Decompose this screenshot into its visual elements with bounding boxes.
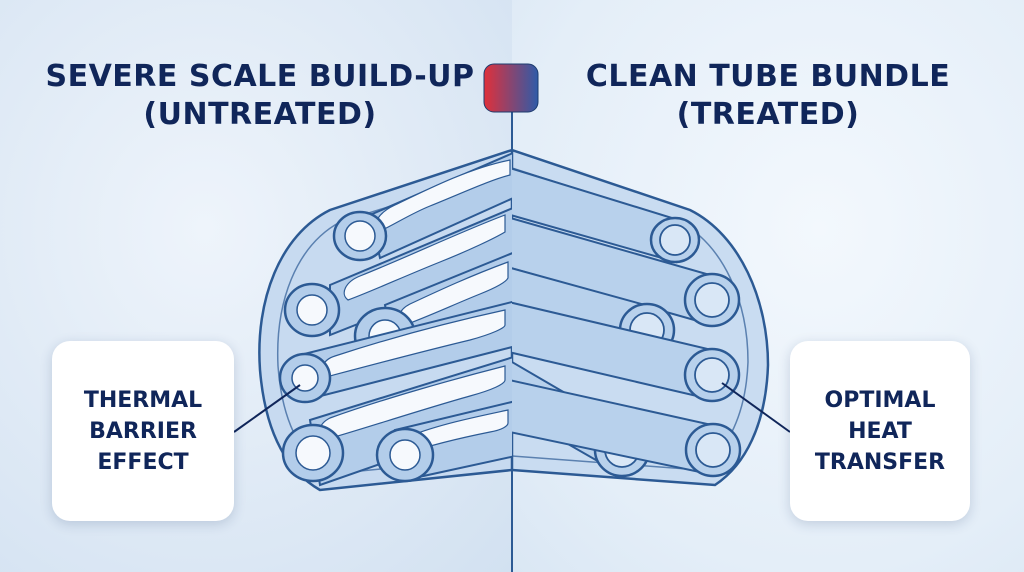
callout-line: HEAT (848, 418, 912, 444)
callout-leader-left (233, 384, 301, 433)
untreated-title: SEVERE SCALE BUILD-UP (UNTREATED) (40, 58, 480, 134)
scaled-tube-bundle (258, 148, 512, 492)
treated-title-line1: CLEAN TUBE BUNDLE (585, 59, 951, 94)
clean-tube (512, 167, 701, 264)
clean-tube (512, 301, 741, 403)
scaled-tube (375, 400, 512, 483)
clean-tube-bundle (512, 148, 770, 487)
scaled-tube (332, 152, 512, 262)
callout-line: BARRIER (89, 418, 197, 444)
clean-tube (512, 217, 741, 328)
callout-leader-right (721, 382, 791, 433)
callout-line: TRANSFER (814, 449, 946, 475)
clean-tube (512, 379, 742, 478)
untreated-title-line1: SEVERE SCALE BUILD-UP (45, 59, 475, 94)
callout-line: THERMAL (83, 387, 203, 413)
thermal-barrier-callout: THERMAL BARRIER EFFECT (52, 341, 234, 521)
temperature-indicator (483, 63, 539, 113)
treated-title-line2: (TREATED) (676, 97, 860, 132)
callout-line: EFFECT (97, 449, 189, 475)
untreated-title-line2: (UNTREATED) (143, 97, 377, 132)
callout-line: OPTIMAL (824, 387, 936, 413)
heat-transfer-callout: OPTIMAL HEAT TRANSFER (790, 341, 970, 521)
scaled-tube (283, 207, 512, 338)
treated-title: CLEAN TUBE BUNDLE (TREATED) (548, 58, 988, 134)
scaled-tube (281, 356, 512, 487)
